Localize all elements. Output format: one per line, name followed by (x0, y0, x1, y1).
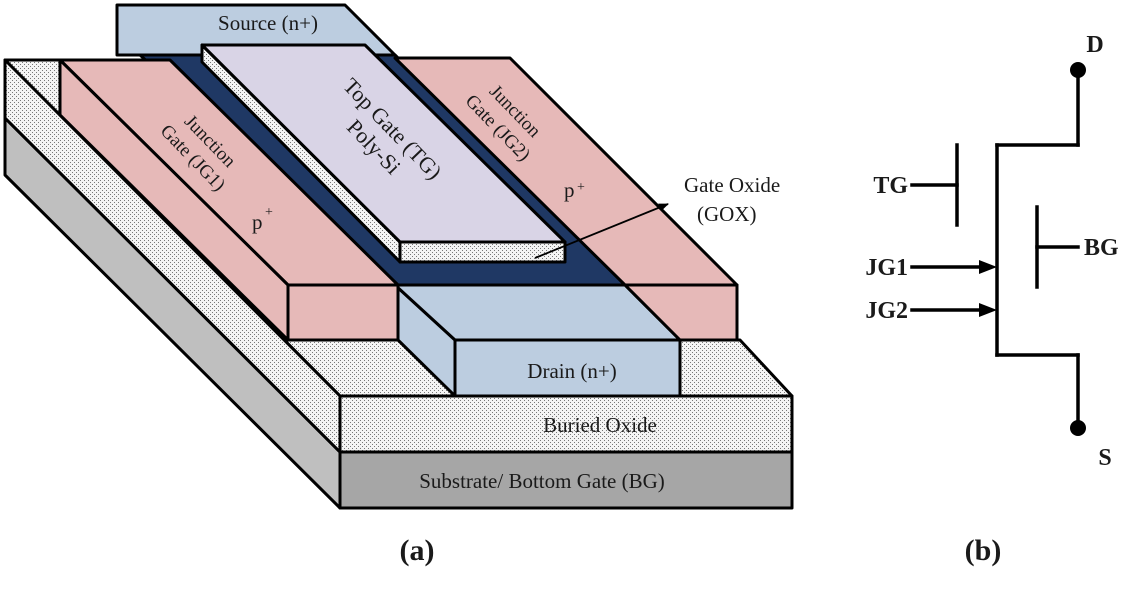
caption-b: (b) (965, 534, 1002, 567)
top-gate-top-face (200, 43, 567, 244)
drain-terminal-dot (1070, 62, 1086, 78)
device-3d-view (3, 3, 794, 510)
gox-label-line2: (GOX) (697, 202, 756, 226)
svg-text:+: + (265, 205, 273, 220)
source-terminal-label: S (1098, 445, 1111, 471)
svg-text:p: p (252, 210, 263, 234)
substrate-label: Substrate/ Bottom Gate (BG) (419, 469, 665, 493)
svg-text:p: p (564, 178, 575, 202)
bottom-gate-terminal-label: BG (1084, 235, 1119, 261)
jg2-doping-label: p + (564, 178, 585, 202)
source-terminal-dot (1070, 420, 1086, 436)
circuit-symbol (910, 68, 1080, 430)
caption-a: (a) (400, 534, 435, 567)
drain-label: Drain (n+) (527, 359, 616, 383)
svg-text:+: + (577, 180, 585, 195)
jg1-front-face (286, 283, 400, 342)
buried-oxide-label: Buried Oxide (543, 413, 657, 437)
jg2-terminal-label: JG2 (865, 298, 908, 324)
drain-front-face (453, 338, 682, 398)
jg1-terminal-label: JG1 (865, 255, 908, 281)
jg1-arrowhead (979, 260, 997, 274)
jg2-front-face (623, 283, 739, 342)
gox-pointer-arrow (534, 203, 669, 259)
gox-label-line1: Gate Oxide (684, 173, 780, 197)
top-gate-front-face (398, 240, 567, 264)
source-label: Source (n+) (218, 11, 318, 35)
drain-terminal-label: D (1086, 32, 1103, 58)
top-gate-terminal-label: TG (873, 173, 908, 199)
jg2-arrowhead (979, 303, 997, 317)
jg1-doping-label: p + (252, 205, 273, 234)
